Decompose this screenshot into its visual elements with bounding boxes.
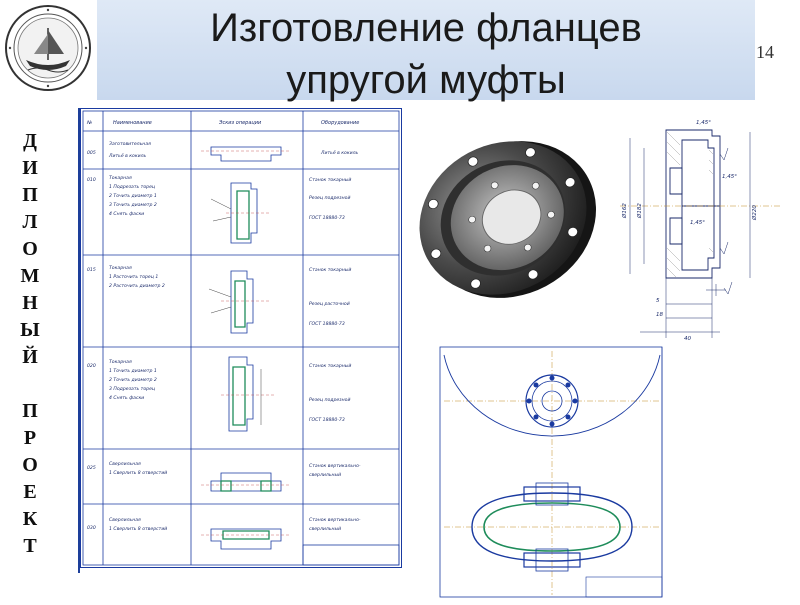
caption-letter: К: [22, 508, 38, 530]
dim-18: 18: [656, 312, 663, 318]
page-number: 14: [756, 42, 774, 62]
dim-chamfer-1: 1,45°: [696, 120, 711, 126]
row-name-line: Токарная: [109, 175, 132, 181]
caption-letter: П: [22, 400, 38, 422]
route-sheet-svg: № Наименование Эскиз операции Оборудован…: [82, 110, 400, 566]
caption-letter: Н: [22, 292, 38, 314]
row-equipment-line: Резец подрезной: [309, 397, 350, 403]
dim-d220: Ø220: [751, 205, 758, 221]
university-logo: [5, 5, 91, 91]
caption-letter: Й: [22, 346, 38, 368]
row-name-line: Токарная: [109, 265, 132, 271]
row-num: 030: [87, 525, 96, 531]
assembly-drawing-svg: [439, 346, 663, 598]
row-equipment-line: Станок токарный: [309, 177, 351, 183]
flange-section-drawing: 1,45° 1,45° 1,45° Ø162 Ø182 Ø220 5 18 40: [600, 108, 795, 344]
caption-letter: О: [22, 454, 38, 476]
row-name-line: 1 Сверлить 8 отверстий: [109, 526, 167, 532]
row-equipment-line: ГОСТ 18880-73: [309, 321, 345, 327]
header-sketch: Эскиз операции: [218, 120, 262, 126]
caption-letter: Д: [23, 130, 37, 152]
flange-render-svg: [419, 141, 596, 298]
row-equipment-line: ГОСТ 18880-73: [309, 215, 345, 221]
flange-3d-render: [405, 108, 597, 328]
row-name-line: 2 Точить диаметр 2: [109, 377, 157, 383]
row-equipment-line: Литьё в кокиль: [320, 150, 359, 156]
header-num: №: [86, 120, 92, 126]
title-line-2: упругой муфты: [286, 58, 566, 102]
caption-gap: [17, 371, 43, 398]
vertical-caption: Д И П Л О М Н Ы Й П Р О Е К Т: [17, 128, 43, 560]
caption-letter: Е: [23, 481, 37, 503]
route-sheet: № Наименование Эскиз операции Оборудован…: [80, 108, 402, 568]
row-equipment-line: Резец подрезной: [309, 195, 350, 201]
row-name-line: 1 Точить диаметр 1: [109, 368, 157, 374]
row-num: 025: [87, 465, 96, 471]
caption-letter: И: [22, 157, 38, 179]
row-num: 010: [87, 177, 96, 183]
slide-title: Изготовление фланцев упругой муфты: [97, 2, 755, 106]
row-num: 005: [87, 150, 96, 156]
title-band: [97, 0, 755, 100]
caption-letter: О: [22, 238, 38, 260]
dim-d162: Ø162: [621, 203, 628, 219]
dim-d182: Ø182: [636, 203, 643, 219]
row-equipment-line: Станок токарный: [309, 267, 351, 273]
hub-plan-view: [525, 374, 579, 428]
roughness-marks: [719, 147, 733, 295]
sketch-010: [210, 182, 271, 244]
row-name-line: Заготовительная: [109, 141, 151, 147]
row-name-line: Сверлильная: [109, 517, 141, 523]
divider-line: [78, 108, 80, 573]
caption-letter: Ы: [20, 319, 40, 341]
row-name-line: 1 Сверлить 8 отверстий: [109, 470, 167, 476]
header-name: Наименование: [113, 120, 152, 126]
row-name-line: Сверлильная: [109, 461, 141, 467]
row-equipment-line: Станок вертикально-: [309, 463, 361, 469]
caption-letter: Л: [22, 211, 38, 233]
sketch-015: [208, 270, 271, 334]
coupling-assembly-drawing: [432, 345, 797, 600]
dim-chamfer-3: 1,45°: [690, 220, 705, 226]
row-equipment-line: ГОСТ 18880-73: [309, 417, 345, 423]
caption-letter: М: [20, 265, 40, 287]
title-line-1: Изготовление фланцев: [210, 6, 642, 50]
row-name-line: 3 Точить диаметр 2: [109, 202, 157, 208]
sketch-025: [201, 472, 291, 492]
row-num: 020: [87, 363, 96, 369]
row-equipment-line: сверлильный: [309, 526, 341, 532]
row-equipment-line: Станок токарный: [309, 363, 351, 369]
row-name-line: 2 Расточить диаметр 2: [109, 283, 165, 289]
row-name-line: 1 Расточить торец 1: [109, 274, 158, 280]
dim-chamfer-2: 1,45°: [722, 174, 737, 180]
row-name-line: 4 Снять фаски: [109, 211, 144, 217]
dim-40: 40: [684, 336, 691, 342]
caption-letter: Т: [23, 535, 37, 557]
row-num: 015: [87, 267, 96, 273]
section-drawing-svg: 1,45° 1,45° 1,45° Ø162 Ø182 Ø220 5 18 40: [620, 120, 780, 342]
row-equipment-line: Резец расточной: [309, 301, 350, 307]
sketch-030: [201, 528, 291, 550]
coupling-section: [471, 482, 633, 572]
row-name-line: 2 Точить диаметр 1: [109, 193, 157, 199]
row-name-line: 4 Снять фаски: [109, 395, 144, 401]
row-name-line: Литьё в кокиль: [108, 153, 147, 159]
row-equipment-line: Станок вертикально-: [309, 517, 361, 523]
row-name-line: 3 Подрезать торец: [109, 386, 155, 392]
sketch-005: [201, 146, 291, 162]
caption-letter: П: [22, 184, 38, 206]
header-equipment: Оборудование: [321, 120, 359, 126]
caption-letter: Р: [23, 427, 37, 449]
row-name-line: 1 Подрезать торец: [109, 184, 155, 190]
row-equipment-line: сверлильный: [309, 472, 341, 478]
dim-5: 5: [656, 298, 660, 304]
row-name-line: Токарная: [109, 359, 132, 365]
sketch-020: [221, 356, 276, 432]
